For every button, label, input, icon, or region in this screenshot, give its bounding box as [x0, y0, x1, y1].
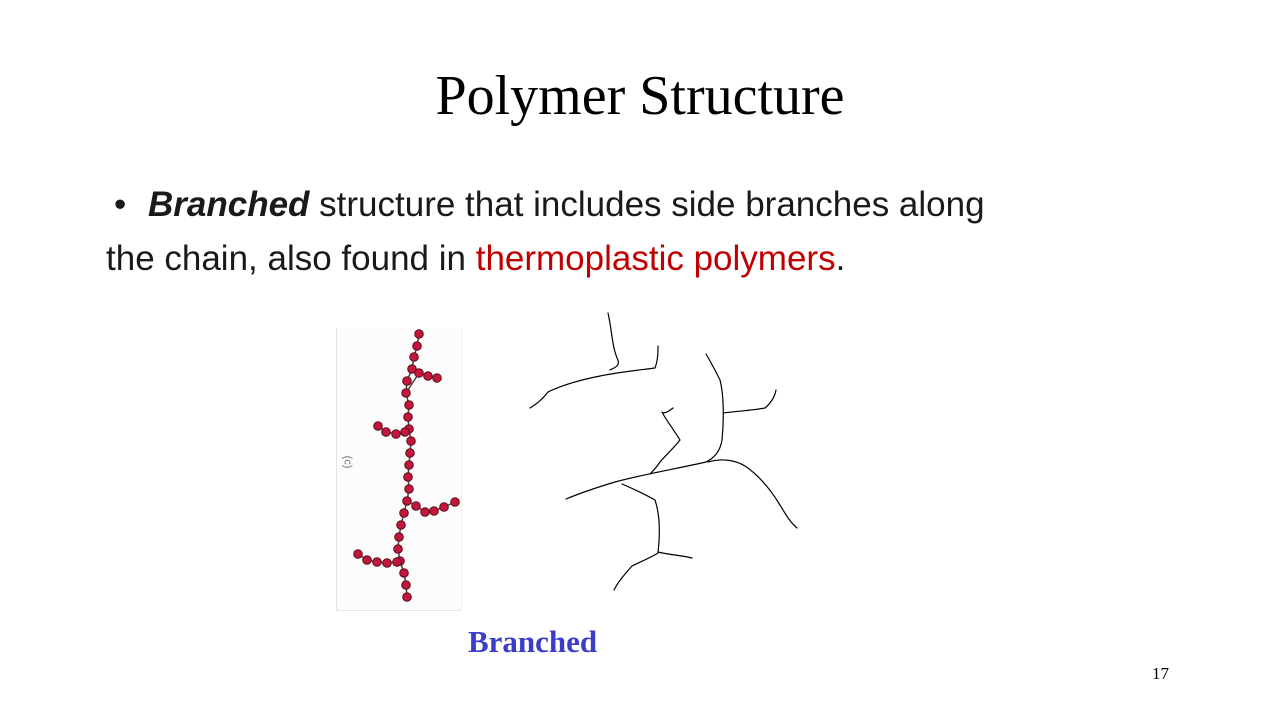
highlight-text: thermoplastic polymers [475, 239, 836, 278]
branch-line [722, 389, 777, 414]
branch-line [565, 353, 724, 500]
bead [404, 460, 414, 470]
bead [403, 472, 413, 482]
bead [450, 497, 460, 507]
bead [362, 555, 372, 565]
bead [400, 427, 410, 437]
page-number: 17 [1152, 664, 1169, 683]
branch-line [621, 483, 693, 559]
bullet-text-part1: structure that includes side branches al… [309, 185, 985, 224]
bead [391, 429, 401, 439]
bead [414, 368, 424, 378]
bullet-text: • Branched structure that includes side b… [106, 178, 1206, 286]
bead [373, 421, 383, 431]
bullet-line-2: the chain, also found in thermoplastic p… [106, 232, 1206, 286]
bead [405, 448, 415, 458]
bead [381, 427, 391, 437]
bead [423, 371, 433, 381]
branch-line [649, 407, 681, 475]
slide-title: Polymer Structure [435, 65, 845, 127]
bead [439, 502, 449, 512]
bead [402, 592, 412, 602]
bead [403, 412, 413, 422]
bead [429, 506, 439, 516]
bullet-text-part2: the chain, also found in [106, 239, 476, 278]
bead [404, 484, 414, 494]
bead [401, 580, 411, 590]
bead [411, 501, 421, 511]
figure-caption: Branched [468, 624, 598, 659]
bead-group [353, 329, 460, 602]
bead [372, 557, 382, 567]
bullet-term: Branched [148, 185, 310, 224]
bullet-symbol: • [114, 185, 127, 224]
bead [401, 388, 411, 398]
bead [402, 376, 412, 386]
bead [407, 364, 417, 374]
bullet-text-end: . [835, 239, 846, 278]
branch-line [707, 459, 798, 529]
bead [393, 544, 403, 554]
bead [412, 341, 422, 351]
bead [396, 520, 406, 530]
bead [399, 508, 409, 518]
bead [382, 558, 392, 568]
bead [392, 557, 402, 567]
branch-line [607, 312, 619, 371]
bead [402, 496, 412, 506]
bead [406, 436, 416, 446]
bullet-line-1: • Branched structure that includes side b… [106, 178, 1206, 232]
branch-line [529, 345, 659, 409]
bead [404, 400, 414, 410]
bead [414, 329, 424, 339]
bead [409, 352, 419, 362]
bead [420, 507, 430, 517]
branch-line [613, 552, 659, 591]
bead [399, 568, 409, 578]
bead [394, 532, 404, 542]
bead [432, 373, 442, 383]
bead [353, 549, 363, 559]
